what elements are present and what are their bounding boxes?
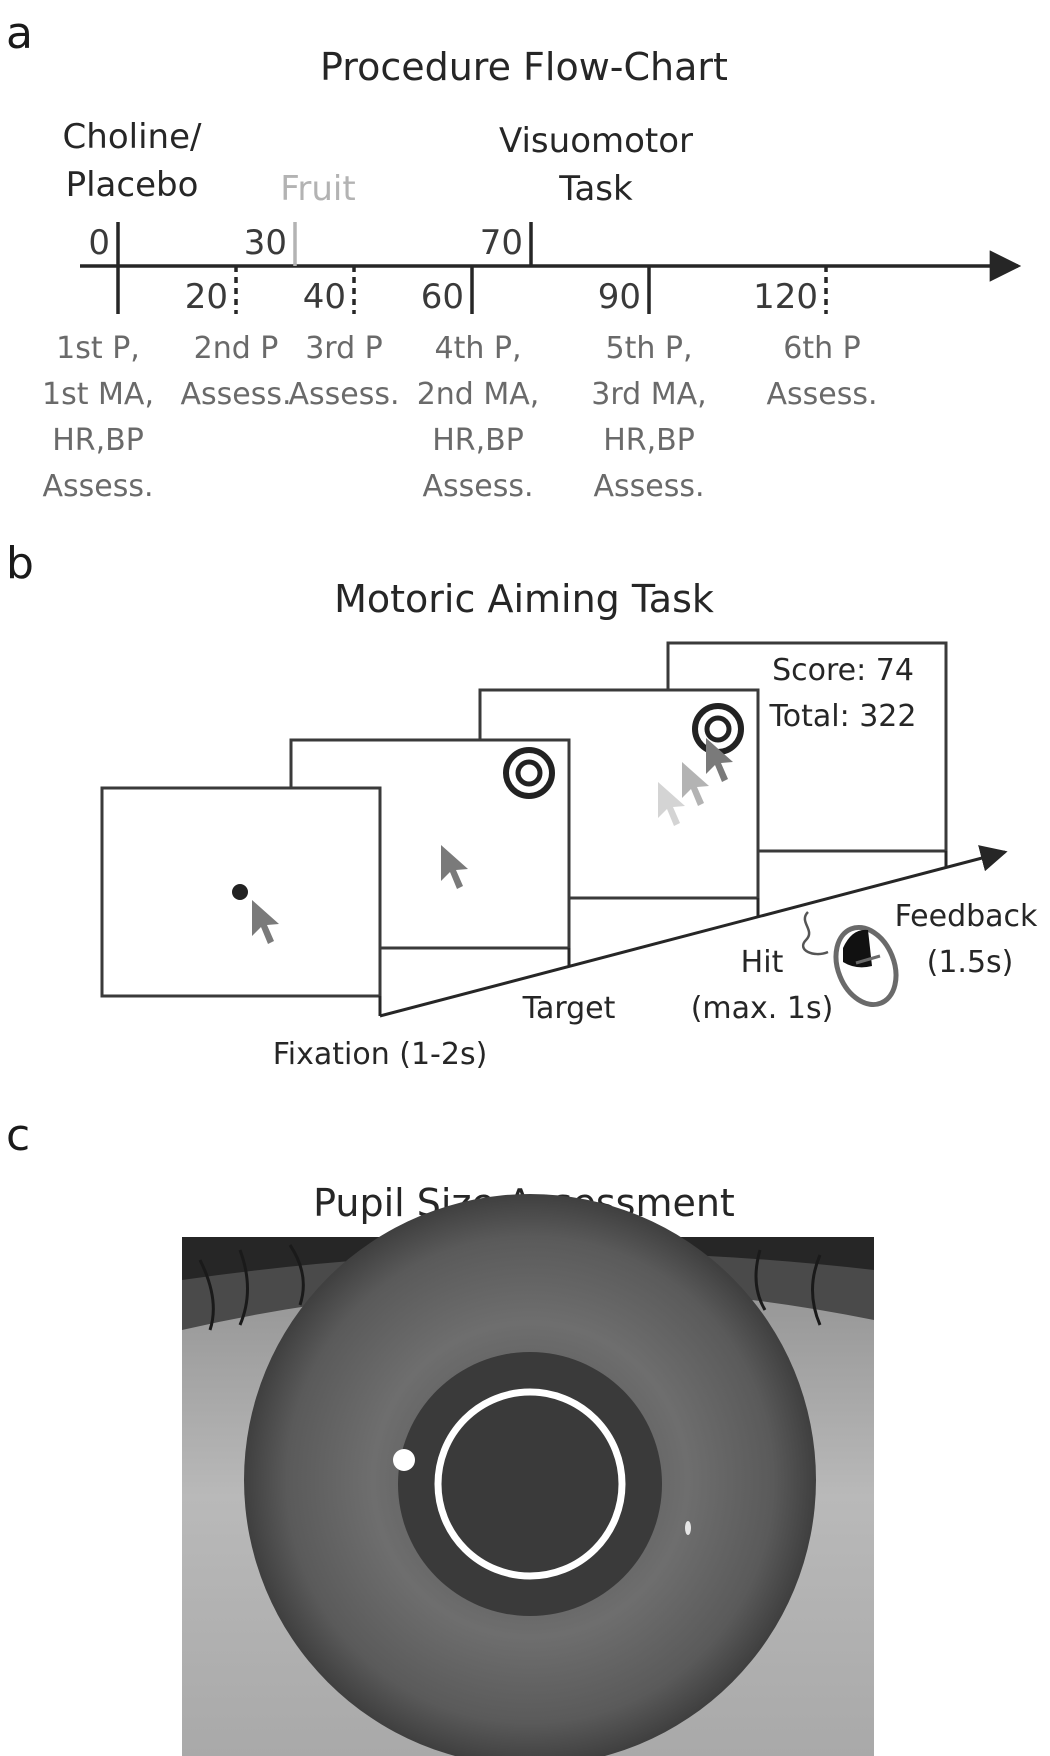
fixation-label: Fixation (1-2s)	[273, 1037, 488, 1072]
fixation-dot	[232, 884, 248, 900]
tick-label-40: 40	[303, 277, 346, 317]
time-arrow	[379, 845, 1008, 1018]
corneal-reflection	[393, 1449, 415, 1471]
target-label: Target	[522, 991, 616, 1026]
choline-label-line1: Choline/	[63, 117, 202, 157]
eyelashes	[198, 1244, 822, 1331]
mouse-icon	[802, 911, 899, 1008]
total-text: Total: 322	[769, 699, 917, 734]
pupil-measurement-circle	[434, 1388, 626, 1580]
visuomotor-label-line2: Task	[558, 169, 633, 209]
tick-label-120: 120	[753, 277, 818, 317]
panel-c: c Pupil Size Assessment	[6, 1110, 874, 1756]
feedback-label-line1: Feedback	[895, 899, 1038, 934]
target-icon	[503, 747, 555, 799]
feedback-label-line2: (1.5s)	[927, 945, 1014, 980]
ticks-above: 0 30 70	[88, 222, 533, 266]
panel-letter-b: b	[6, 538, 34, 589]
fixation-screen	[100, 786, 382, 998]
eye-image	[182, 1194, 874, 1756]
tick-label-30: 30	[244, 223, 287, 263]
score-text: Score: 74	[772, 653, 914, 688]
tick-label-60: 60	[421, 277, 464, 317]
panel-a-title: Procedure Flow-Chart	[320, 45, 728, 89]
hit-label-line1: Hit	[741, 945, 784, 980]
panel-b: b Motoric Aiming Task Score: 74 Total: 3…	[6, 538, 1038, 1072]
visuomotor-label-line1: Visuomotor	[499, 121, 693, 161]
tick-label-20: 20	[185, 277, 228, 317]
tick-label-90: 90	[598, 277, 641, 317]
tick-label-70: 70	[480, 223, 523, 263]
fruit-label: Fruit	[280, 169, 355, 209]
panel-b-title: Motoric Aiming Task	[334, 577, 714, 621]
panel-letter-a: a	[6, 8, 33, 59]
ticks-below: 20 40 60 90 120	[116, 266, 828, 317]
panel-a: a Procedure Flow-Chart Choline/ Placebo …	[6, 8, 1022, 504]
choline-label-line2: Placebo	[66, 165, 199, 205]
panel-letter-c: c	[6, 1110, 30, 1161]
hit-label-line2: (max. 1s)	[691, 991, 834, 1026]
tick-label-0: 0	[88, 223, 110, 263]
